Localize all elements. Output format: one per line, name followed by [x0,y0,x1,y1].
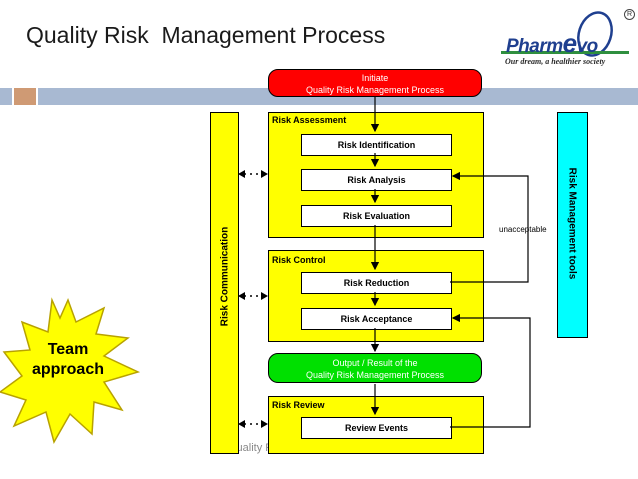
comm-arrow-left-3 [238,420,245,428]
risk-analysis-box: Risk Analysis [301,169,452,191]
team-approach-line2: approach [31,361,104,378]
initiate-box: Initiate Quality Risk Management Process [268,69,482,97]
comm-arrow-right-3 [261,420,268,428]
risk-identification-box: Risk Identification [301,134,452,156]
comm-arrow-left-1 [238,170,245,178]
risk-control-label: Risk Control [272,255,326,265]
slide-title: Quality Risk Management Process [26,22,386,48]
comm-arrow-right-2 [261,292,268,300]
risk-review-label: Risk Review [272,400,325,410]
logo-word-start: Pharm [506,36,563,57]
registered-mark: R [624,9,635,20]
initiate-line1: Initiate [361,73,389,83]
logo-word-end: vo [576,36,599,57]
logo-tagline: Our dream, a healthier society [505,57,606,66]
comm-arrow-right-1 [261,170,268,178]
comm-arrow-left-2 [238,292,245,300]
risk-control-phase: Risk Control Risk Reduction Risk Accepta… [268,250,484,342]
risk-review-phase: Risk Review Review Events [268,396,484,454]
arrow-review-loop [450,313,531,428]
risk-reduction-box: Risk Reduction [301,272,452,294]
arrow-unacceptable-loop [450,171,529,283]
unacceptable-label: unacceptable [499,225,547,234]
team-approach-line1: Team [47,341,89,358]
risk-management-tools-panel: Risk Management tools [557,112,588,338]
risk-acceptance-box: Risk Acceptance [301,308,452,330]
team-approach-callout: Team approach [22,340,114,380]
review-events-box: Review Events [301,417,452,439]
output-line1: Output / Result of the [332,358,418,368]
output-line2: Quality Risk Management Process [305,370,445,380]
header-bar-left [0,88,12,105]
risk-communication-panel: Risk Communication [210,112,239,454]
risk-assessment-label: Risk Assessment [272,115,347,125]
logo-swoosh-icon [501,11,629,57]
logo-word-letter: e [562,28,577,58]
header-bar-accent [14,88,36,105]
output-box: Output / Result of the Quality Risk Mana… [268,353,482,383]
risk-evaluation-box: Risk Evaluation [301,205,452,227]
initiate-line2: Quality Risk Management Process [305,85,445,95]
pharmevo-logo [497,2,637,70]
team-starburst-icon [0,297,141,444]
risk-assessment-phase: Risk Assessment Risk Identification Risk… [268,112,484,238]
